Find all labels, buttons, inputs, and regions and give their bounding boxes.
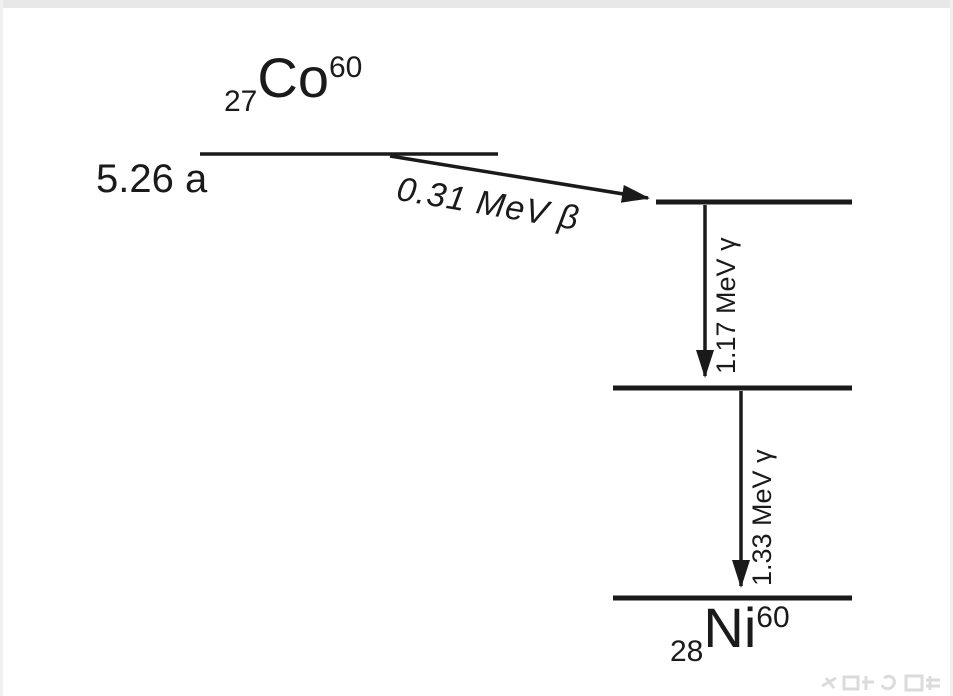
parent-atomic-number: 27 <box>224 85 258 118</box>
daughter-atomic-number: 28 <box>670 635 704 668</box>
parent-symbol: Co <box>257 46 329 109</box>
beta-decay-arrow <box>389 154 650 203</box>
watermark-icon <box>821 674 940 692</box>
page-edge-left <box>0 0 3 696</box>
parent-nuclide-label: 27Co60 <box>224 50 363 117</box>
daughter-symbol: Ni <box>703 596 757 659</box>
daughter-nuclide-label: 28Ni60 <box>670 600 790 667</box>
page-edge-right <box>950 0 953 696</box>
gamma2-transition-label: 1.33 MeV γ <box>747 449 777 586</box>
daughter-mass-number: 60 <box>756 601 790 634</box>
parent-mass-number: 60 <box>328 51 363 84</box>
half-life-label: 5.26 a <box>96 157 208 201</box>
gamma1-transition-label: 1.17 MeV γ <box>711 237 741 374</box>
page-edge-top <box>0 0 953 8</box>
